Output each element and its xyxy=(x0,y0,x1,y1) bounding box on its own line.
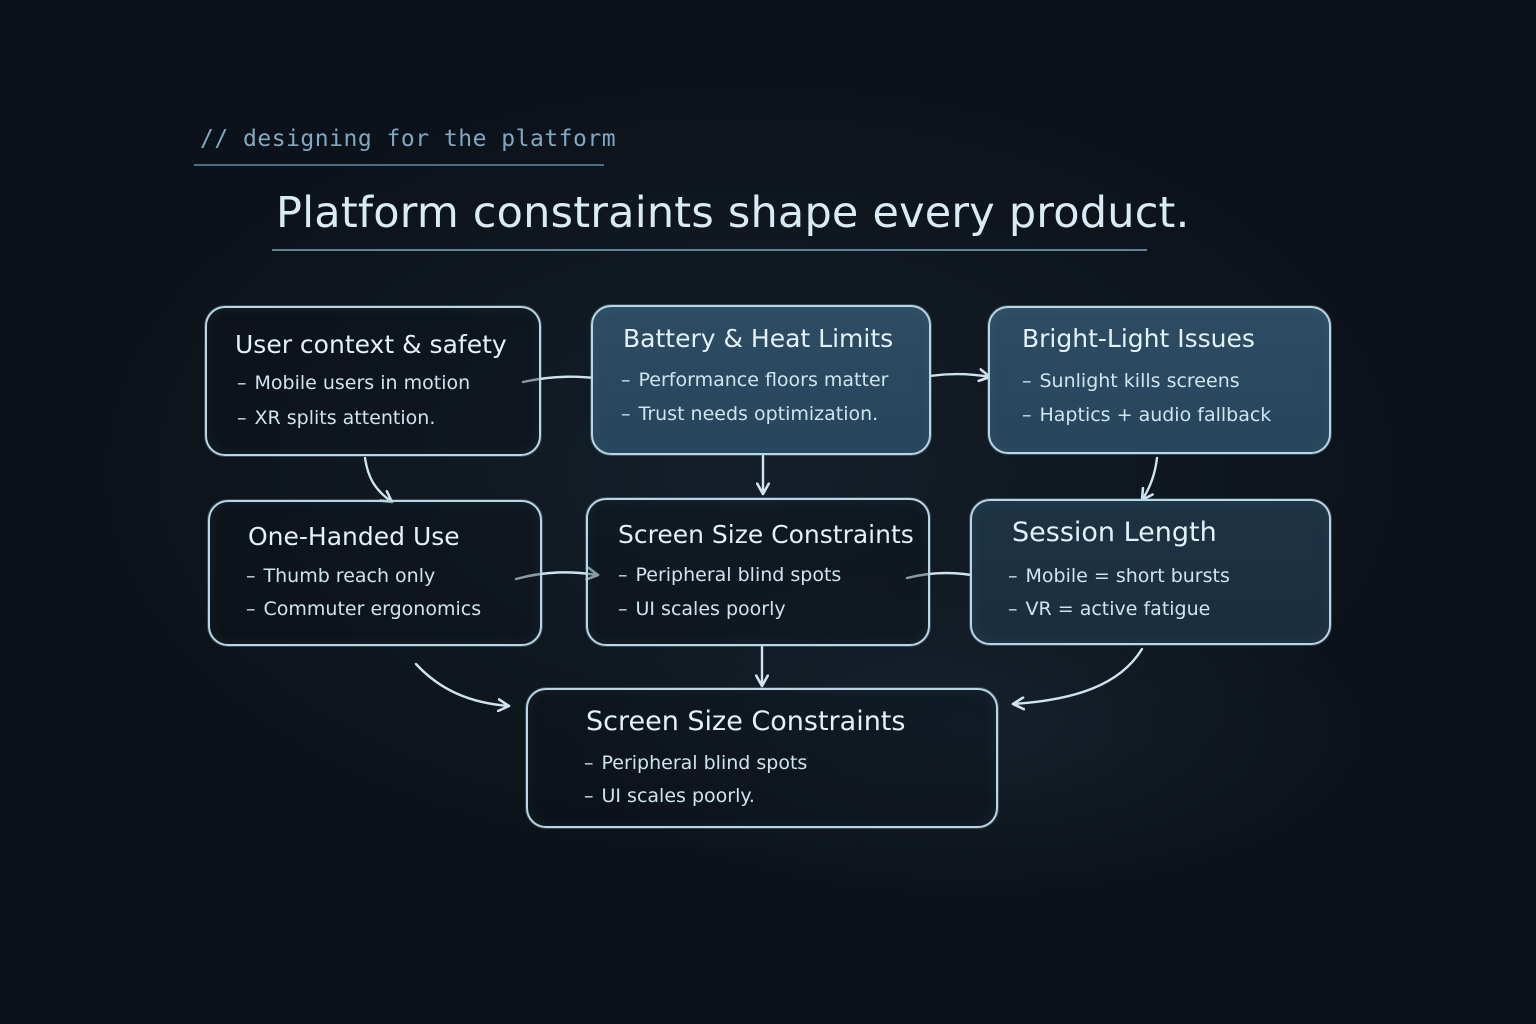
dash-marker: – xyxy=(1008,565,1018,587)
node-bullet-text: XR splits attention. xyxy=(254,407,436,429)
node-screen-size: Screen Size Constraints –Peripheral blin… xyxy=(586,498,930,646)
dash-marker: – xyxy=(246,598,256,620)
node-bullet: –UI scales poorly xyxy=(618,598,786,620)
node-bullet: –Thumb reach only xyxy=(246,565,435,587)
node-bullet: –Trust needs optimization. xyxy=(621,403,878,425)
dash-marker: – xyxy=(1008,598,1018,620)
dash-marker: – xyxy=(618,564,628,586)
node-bullet-text: Trust needs optimization. xyxy=(638,403,879,425)
node-bullet: –Performance floors matter xyxy=(621,369,888,391)
node-bullet-text: Haptics + audio fallback xyxy=(1039,404,1272,426)
node-bullet-text: UI scales poorly. xyxy=(601,785,755,807)
node-title: Battery & Heat Limits xyxy=(623,324,894,353)
node-session-length: Session Length –Mobile = short bursts –V… xyxy=(970,499,1331,645)
node-bullet-text: Mobile users in motion xyxy=(254,372,471,394)
node-bullet-text: Commuter ergonomics xyxy=(263,598,482,620)
dash-marker: – xyxy=(237,407,247,429)
dash-marker: – xyxy=(621,403,631,425)
node-title: Session Length xyxy=(1012,517,1217,548)
eyebrow-caption: // designing for the platform xyxy=(200,126,617,152)
dash-marker: – xyxy=(621,369,631,391)
node-title: Bright-Light Issues xyxy=(1022,324,1255,353)
dash-marker: – xyxy=(246,565,256,587)
title-underline xyxy=(272,249,1147,251)
node-bullet: –VR = active fatigue xyxy=(1008,598,1210,620)
dash-marker: – xyxy=(584,752,594,774)
node-bullet: –Commuter ergonomics xyxy=(246,598,481,620)
node-title: Screen Size Constraints xyxy=(618,520,914,549)
dash-marker: – xyxy=(584,785,594,807)
arrow-bright-light-to-session xyxy=(1142,456,1159,500)
node-title: User context & safety xyxy=(235,330,507,359)
node-bullet: –XR splits attention. xyxy=(237,407,435,429)
eyebrow-underline xyxy=(194,164,604,166)
node-bullet: –Peripheral blind spots xyxy=(584,752,807,774)
node-one-handed: One-Handed Use –Thumb reach only –Commut… xyxy=(208,500,542,646)
node-battery-heat: Battery & Heat Limits –Performance floor… xyxy=(591,305,931,455)
node-bullet-text: Peripheral blind spots xyxy=(635,564,842,586)
node-bullet-text: Performance floors matter xyxy=(638,369,889,391)
dash-marker: – xyxy=(1022,404,1032,426)
node-bullet-text: Thumb reach only xyxy=(263,565,436,587)
node-bullet: –Haptics + audio fallback xyxy=(1022,404,1271,426)
node-bullet-text: Peripheral blind spots xyxy=(601,752,808,774)
node-bullet: –Mobile users in motion xyxy=(237,372,470,394)
arrow-one-handed-to-final xyxy=(414,662,509,706)
node-bullet: –Peripheral blind spots xyxy=(618,564,841,586)
node-bullet: –UI scales poorly. xyxy=(584,785,755,807)
node-bullet-text: UI scales poorly xyxy=(635,598,786,620)
node-bullet: –Sunlight kills screens xyxy=(1022,370,1240,392)
arrow-one-handed-to-screen-size xyxy=(514,572,598,579)
dash-marker: – xyxy=(1022,370,1032,392)
node-bullet-text: Mobile = short bursts xyxy=(1025,565,1230,587)
node-bullet-text: Sunlight kills screens xyxy=(1039,370,1240,392)
node-title: Screen Size Constraints xyxy=(586,706,906,737)
node-user-context: User context & safety –Mobile users in m… xyxy=(205,306,541,456)
dash-marker: – xyxy=(618,598,628,620)
node-bullet: –Mobile = short bursts xyxy=(1008,565,1230,587)
node-bright-light: Bright-Light Issues –Sunlight kills scre… xyxy=(988,306,1331,454)
dash-marker: – xyxy=(237,372,247,394)
page-title: Platform constraints shape every product… xyxy=(276,188,1190,238)
node-screen-size-final: Screen Size Constraints –Peripheral blin… xyxy=(526,688,998,828)
node-title: One-Handed Use xyxy=(248,522,460,551)
arrow-session-to-final xyxy=(1013,647,1144,704)
arrow-user-context-to-one-handed xyxy=(363,456,392,502)
node-bullet-text: VR = active fatigue xyxy=(1025,598,1211,620)
